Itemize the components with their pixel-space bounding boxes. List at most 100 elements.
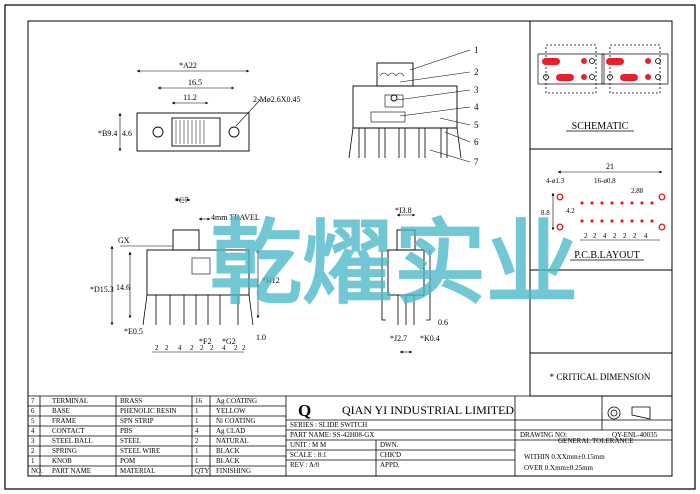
critical-dimension-note: * CRITICAL DIMENSION (550, 372, 651, 382)
callout-3: 3 (474, 85, 479, 95)
top-holes-dim: 16.5 (188, 78, 202, 87)
bom-cell-finishing: Ag CLAD (216, 427, 245, 435)
unit-label: UNIT : M M (290, 441, 327, 449)
bom-cell-no: 1 (31, 457, 35, 465)
svg-text:2: 2 (190, 344, 194, 352)
end-j-dim: *J2.7 (390, 334, 407, 343)
bom-cell-material: STEEL WIRE (120, 447, 160, 455)
front-f-dim: *F2 (199, 337, 211, 346)
bom-cell-material: BRASS (120, 397, 142, 405)
bom-cell-no: 3 (31, 437, 35, 445)
inner-frame (27, 20, 673, 477)
front-body-dim: 14.6 (116, 283, 130, 292)
front-h-dim: *H12 (262, 276, 280, 285)
bom-cell-material: SPN STRIP (120, 417, 154, 425)
top-slot-dim: 11.2 (183, 93, 197, 102)
pcb-layout-panel: 21 4-ø1.3 16-ø0.8 2.88 8.8 4.2 2 2 4 2 2… (541, 162, 666, 261)
top-inner-dim: 4.6 (122, 129, 132, 138)
bom-cell-part: CONTACT (52, 427, 85, 435)
svg-text:2: 2 (613, 232, 617, 240)
bom-cell-part: KNOB (52, 457, 72, 465)
pcb-layout-label: P.C.B.LAYOUT (574, 250, 639, 261)
front-knob-dim: *C7 (175, 196, 188, 205)
bom-cell-finishing: YELLOW (216, 407, 246, 415)
bom-cell-material: STEEL (120, 437, 141, 445)
top-view (118, 69, 261, 152)
front-travel-dim: 4mm TRAVEL (211, 213, 260, 222)
svg-text:2: 2 (234, 344, 238, 352)
front-e-dim: *E0.5 (124, 327, 143, 336)
bom-cell-no: 7 (31, 397, 35, 405)
dwn-label: DWN. (380, 441, 399, 449)
callout-4: 4 (474, 102, 479, 112)
callout-7: 7 (474, 157, 479, 167)
callout-1: 1 (474, 45, 479, 55)
rev-label: REV : A/0 (290, 461, 320, 469)
bom-cell-no: 4 (31, 427, 35, 435)
bom-cell-material: PBS (120, 427, 133, 435)
bom-cell-part: TERMINAL (52, 397, 88, 405)
bom-cell-part: BASE (52, 407, 70, 415)
outer-frame (4, 4, 696, 490)
pcb-row-dim: 4.2 (566, 207, 575, 215)
bom-cell-qty: 2 (195, 437, 199, 445)
pcb-offset-dim: 2.88 (631, 187, 644, 195)
bom-header-finishing: FINISHING (216, 467, 251, 475)
bom-header-part: PART NAME (52, 467, 91, 475)
bom-header-qty: QTY (195, 467, 209, 475)
bom-cell-qty: 1 (195, 407, 199, 415)
bom-cell-finishing: Ag COATING (216, 397, 257, 405)
schematic-label: SCHEMATIC (572, 121, 629, 132)
tolerance-within: WITHIN 0.XXmm±0.15mm (524, 453, 605, 461)
svg-text:4: 4 (178, 344, 182, 352)
bom-cell-finishing: BLACK (216, 447, 240, 455)
bom-cell-material: POM (120, 457, 136, 465)
bom-cell-part: STEEL BALL (52, 437, 93, 445)
front-pin-dim: 1.0 (256, 333, 266, 342)
bom-cell-finishing: NATURAL (216, 437, 249, 445)
pcb-width-dim: 21 (606, 162, 614, 171)
svg-text:2: 2 (593, 232, 597, 240)
scale-label: SCALE : 8:1 (290, 451, 327, 459)
bom-cell-part: FRAME (52, 417, 76, 425)
svg-text:4: 4 (222, 344, 226, 352)
bom-header-no: NO. (31, 467, 43, 475)
end-i-dim: *I3.8 (395, 206, 412, 215)
end-thick-dim: 0.6 (438, 318, 448, 327)
company-logo: Q (298, 401, 311, 420)
svg-text:4: 4 (644, 232, 648, 240)
bom-cell-finishing: Ni COATING (216, 417, 255, 425)
bom-cell-material: PHENOLIC RESIN (120, 407, 177, 415)
part-name-label: PART NAME: SS-42H08-GX (290, 431, 374, 439)
chkd-label: CHK'D (380, 451, 401, 459)
top-screw-note: 2-Mø2.6X0.45 (253, 95, 301, 104)
title-block (28, 395, 672, 476)
front-view (110, 198, 260, 353)
svg-text:2: 2 (200, 344, 204, 352)
svg-text:Q: Q (298, 401, 311, 420)
top-height-dim: *B9.4 (98, 129, 117, 138)
company-name: QIAN YI INDUSTRIAL LIMITED (342, 403, 514, 417)
bom-cell-no: 6 (31, 407, 35, 415)
schematic-contacts (542, 58, 651, 81)
svg-text:2: 2 (165, 344, 169, 352)
end-view (381, 213, 431, 354)
top-overall-dim: *A22 (179, 61, 197, 70)
bom-cell-no: 5 (31, 417, 35, 425)
svg-text:2: 2 (584, 232, 588, 240)
bom-cell-qty: 1 (195, 417, 199, 425)
callout-6: 6 (474, 137, 479, 147)
pcb-height-dim: 8.8 (541, 209, 550, 217)
drawing-no-value: QY-ENL-40035 (612, 431, 658, 439)
pcb-pads (580, 201, 654, 223)
bom-header-material: MATERIAL (120, 467, 155, 475)
bom-cell-qty: 4 (195, 427, 199, 435)
appd-label: APPD. (380, 461, 400, 469)
svg-text:2: 2 (155, 344, 159, 352)
tolerance-over: OVER 0.Xmm±0.25mm (524, 464, 594, 472)
svg-text:2: 2 (242, 344, 246, 352)
callout-2: 2 (474, 67, 479, 77)
bom-cell-part: SPRING (52, 447, 77, 455)
